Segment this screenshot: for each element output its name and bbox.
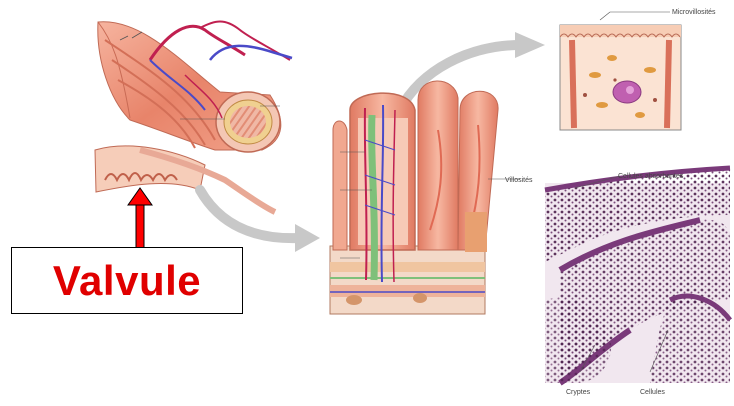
- label-cells-bottom: Cellules: [640, 389, 665, 396]
- histology-micrograph: [545, 168, 730, 383]
- label-villi: Villosités: [505, 177, 533, 184]
- intestine-tube-illustration: [95, 22, 292, 213]
- valve-label: Valvule: [53, 257, 201, 305]
- valve-pointer-arrow: [128, 188, 152, 248]
- label-absorbent-cells: Cellules absorbantes: [618, 173, 684, 180]
- label-crypts: Cryptes: [566, 389, 591, 396]
- villi-section-illustration: [330, 81, 520, 314]
- valve-label-box: Valvule: [11, 247, 243, 314]
- enterocyte-cell-illustration: [560, 12, 681, 130]
- label-microvilli: Microvillosités: [672, 9, 716, 16]
